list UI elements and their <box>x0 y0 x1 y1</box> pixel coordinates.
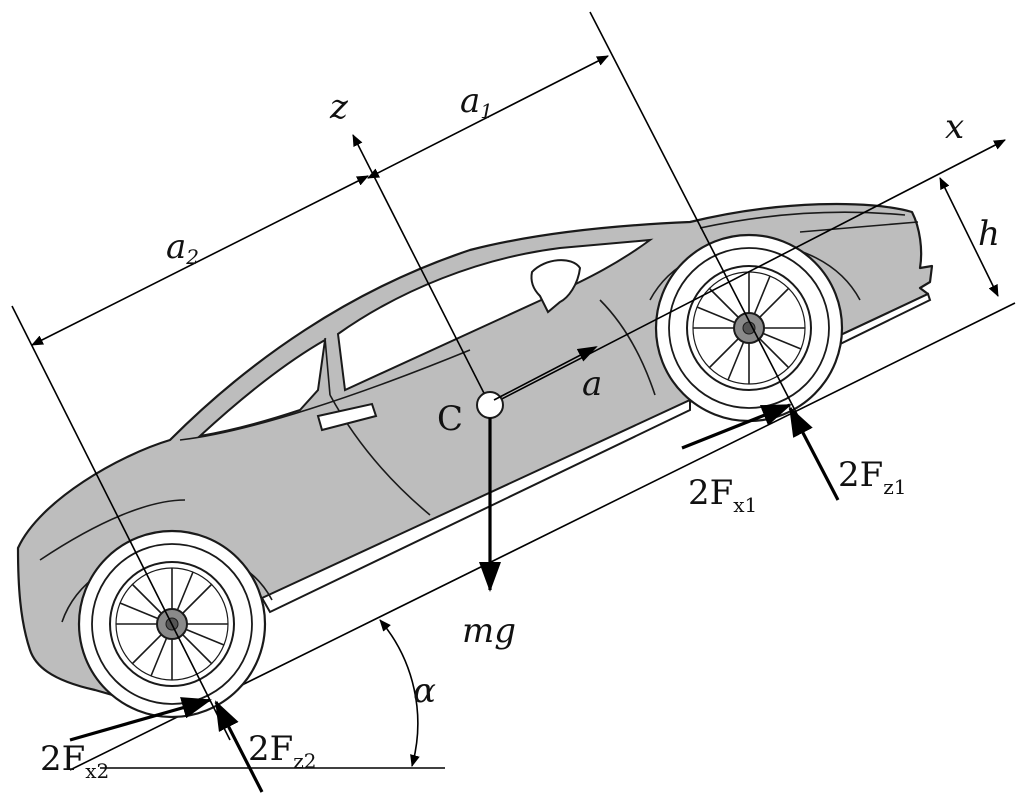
fz1-label: 2Fz1 <box>838 455 907 499</box>
car-sill <box>260 398 691 614</box>
x-axis: x <box>489 107 1006 406</box>
rear-longitudinal-force: 2Fx2 <box>40 697 212 783</box>
acceleration-vector: a <box>493 346 602 404</box>
dimension-a2: a2 <box>31 175 369 346</box>
door-handle <box>316 402 378 432</box>
fx2-label: 2Fx2 <box>40 739 109 783</box>
front-wheel <box>654 233 844 423</box>
side-mirror <box>530 259 582 314</box>
dimension-h: h <box>939 177 1000 297</box>
incline-angle: α <box>379 619 436 767</box>
z-axis-label: z <box>329 87 349 127</box>
front-longitudinal-force: 2Fx1 <box>681 403 792 517</box>
fz2-label: 2Fz2 <box>248 729 317 773</box>
a2-label: a2 <box>166 227 199 269</box>
alpha-label: α <box>413 671 436 711</box>
front-normal-force: 2Fz1 <box>788 406 907 501</box>
rear-normal-force: 2Fz2 <box>214 700 317 793</box>
axle-lines <box>11 11 801 741</box>
center-label: C <box>437 399 463 439</box>
h-label: h <box>978 214 1000 254</box>
dimension-a1: a1 <box>367 55 609 179</box>
a1-label: a1 <box>460 81 493 123</box>
acceleration-label: a <box>582 364 602 404</box>
fx1-label: 2Fx1 <box>688 473 757 517</box>
x-axis-label: x <box>945 107 964 147</box>
z-axis: z <box>329 87 491 406</box>
weight-vector: mg <box>462 418 516 651</box>
weight-label: mg <box>462 611 516 651</box>
